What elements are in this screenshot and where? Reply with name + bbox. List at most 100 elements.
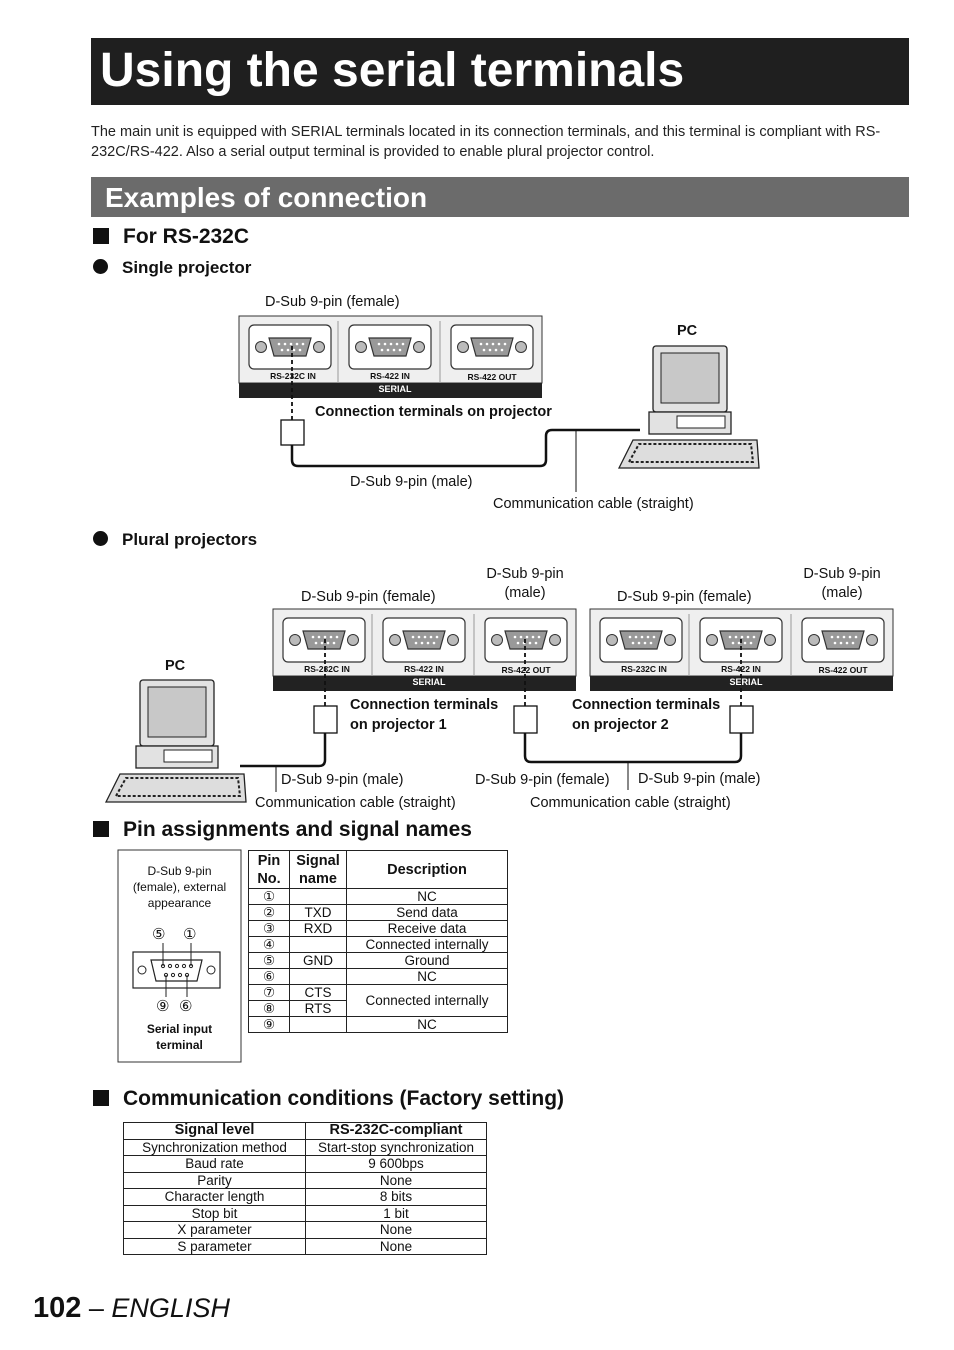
param-cell: Synchronization method: [123, 1138, 306, 1156]
pin-no-header: Pin No.: [248, 850, 290, 889]
plural-p1-port-label-1: RS-232C IN: [304, 664, 350, 674]
signal-cell: [289, 968, 347, 985]
signal-name-header: Signal name: [289, 850, 347, 889]
single-projector-text: Single projector: [122, 258, 252, 277]
plural-cable-label-1: Communication cable (straight): [255, 795, 456, 811]
signal-cell: GND: [289, 952, 347, 969]
rs232c-heading-text: For RS-232C: [123, 225, 250, 248]
table-row: ⑥ NC: [248, 968, 508, 985]
single-projector-diagram: [238, 315, 760, 492]
circle-bullet-icon: [93, 531, 108, 546]
pin-1-label: ①: [183, 926, 197, 943]
pin-figure-caption: D-Sub 9-pin (female), external appearanc…: [132, 864, 227, 910]
pin-cell: ⑦: [248, 984, 290, 1001]
plural-dsub-female-label-2: D-Sub 9-pin (female): [617, 589, 752, 605]
plural-cable-label-2: Communication cable (straight): [530, 795, 731, 811]
plural-projectors-text: Plural projectors: [122, 530, 258, 549]
value-cell: 8 bits: [305, 1188, 487, 1206]
footer-language: ENGLISH: [111, 1293, 230, 1323]
pin-assignments-heading: Pin assignments and signal names: [93, 818, 472, 842]
signal-cell: [289, 936, 347, 953]
page-number: 102: [33, 1292, 82, 1324]
plural-projectors-heading: Plural projectors: [93, 529, 257, 551]
description-cell: Connected internally: [346, 984, 508, 1017]
value-cell: 1 bit: [305, 1204, 487, 1222]
description-cell: NC: [346, 1016, 508, 1033]
description-cell: Receive data: [346, 920, 508, 937]
square-bullet-icon: [93, 1090, 109, 1106]
table-row: ⑨ NC: [248, 1016, 508, 1033]
pin-figure-footer: Serial input terminal: [146, 1022, 213, 1052]
comm-table: Signal level RS-232C-compliant Synchroni…: [123, 1122, 487, 1255]
table-row: ① NC: [248, 888, 508, 905]
pin-cell: ⑨: [248, 1016, 290, 1033]
pin-cell: ①: [248, 888, 290, 905]
plural-dsub-male-top-label-2: D-Sub 9-pin (male): [803, 566, 881, 601]
signal-cell: [289, 1016, 347, 1033]
description-cell: NC: [346, 968, 508, 985]
plural-p2-port-label-3: RS-422 OUT: [818, 665, 868, 675]
comm-conditions-heading: Communication conditions (Factory settin…: [93, 1087, 564, 1111]
plural-p2-serial-label: SERIAL: [729, 677, 763, 687]
plural-p1-port-label-2: RS-422 IN: [404, 664, 444, 674]
plural-p2-port-label-2: RS-422 IN: [721, 664, 761, 674]
section-title: Examples of connection: [105, 182, 428, 213]
description-cell: Connected internally: [346, 936, 508, 953]
plural-dsub-male-top-label-1: D-Sub 9-pin (male): [486, 566, 564, 601]
single-port-label-3: RS-422 OUT: [467, 372, 517, 382]
single-serial-label: SERIAL: [378, 384, 412, 394]
pin-cell: ③: [248, 920, 290, 937]
plural-dsub-male-bottom-label-1: D-Sub 9-pin (male): [281, 772, 404, 788]
comm-conditions-heading-text: Communication conditions (Factory settin…: [123, 1087, 565, 1110]
plural-dsub-male-bottom-label-2: D-Sub 9-pin (male): [638, 771, 761, 787]
pin-cell: ④: [248, 936, 290, 953]
pin-cell: ⑥: [248, 968, 290, 985]
single-port-label-2: RS-422 IN: [370, 371, 410, 381]
param-cell: Parity: [123, 1171, 306, 1189]
plural-terminals-label-1: Connection terminals on projector 1: [350, 697, 499, 733]
pin-cell: ⑧: [248, 1000, 290, 1017]
footer-separator: –: [81, 1293, 112, 1323]
single-terminals-label: Connection terminals on projector: [315, 404, 552, 420]
param-cell: Baud rate: [123, 1155, 306, 1173]
param-cell: X parameter: [123, 1221, 306, 1239]
single-projector-heading: Single projector: [93, 257, 251, 279]
pin-assignments-heading-text: Pin assignments and signal names: [123, 818, 472, 841]
pin-5-label: ⑤: [152, 926, 166, 943]
rs232c-heading: For RS-232C: [93, 225, 249, 249]
signal-cell: CTS: [289, 984, 347, 1001]
plural-p2-port-label-1: RS-232C IN: [621, 664, 667, 674]
description-cell: Send data: [346, 904, 508, 921]
description-cell: Ground: [346, 952, 508, 969]
pin-cell: ②: [248, 904, 290, 921]
value-cell: None: [305, 1237, 487, 1255]
pin-cell: ⑤: [248, 952, 290, 969]
value-cell: None: [305, 1221, 487, 1239]
value-cell: None: [305, 1171, 487, 1189]
description-cell: NC: [346, 888, 508, 905]
signal-cell: [289, 888, 347, 905]
plural-p1-port-label-3: RS-422 OUT: [501, 665, 551, 675]
plural-terminals-label-2: Connection terminals on projector 2: [572, 697, 721, 733]
square-bullet-icon: [93, 228, 109, 244]
intro-paragraph: The main unit is equipped with SERIAL te…: [91, 124, 881, 160]
table-row: ④ Connected internally: [248, 936, 508, 953]
param-cell: S parameter: [123, 1237, 306, 1255]
plural-p1-serial-label: SERIAL: [412, 677, 446, 687]
title-bar: [91, 38, 909, 105]
pin-9-label: ⑨: [156, 998, 170, 1015]
square-bullet-icon: [93, 821, 109, 837]
signal-level-header: Signal level: [123, 1122, 306, 1140]
